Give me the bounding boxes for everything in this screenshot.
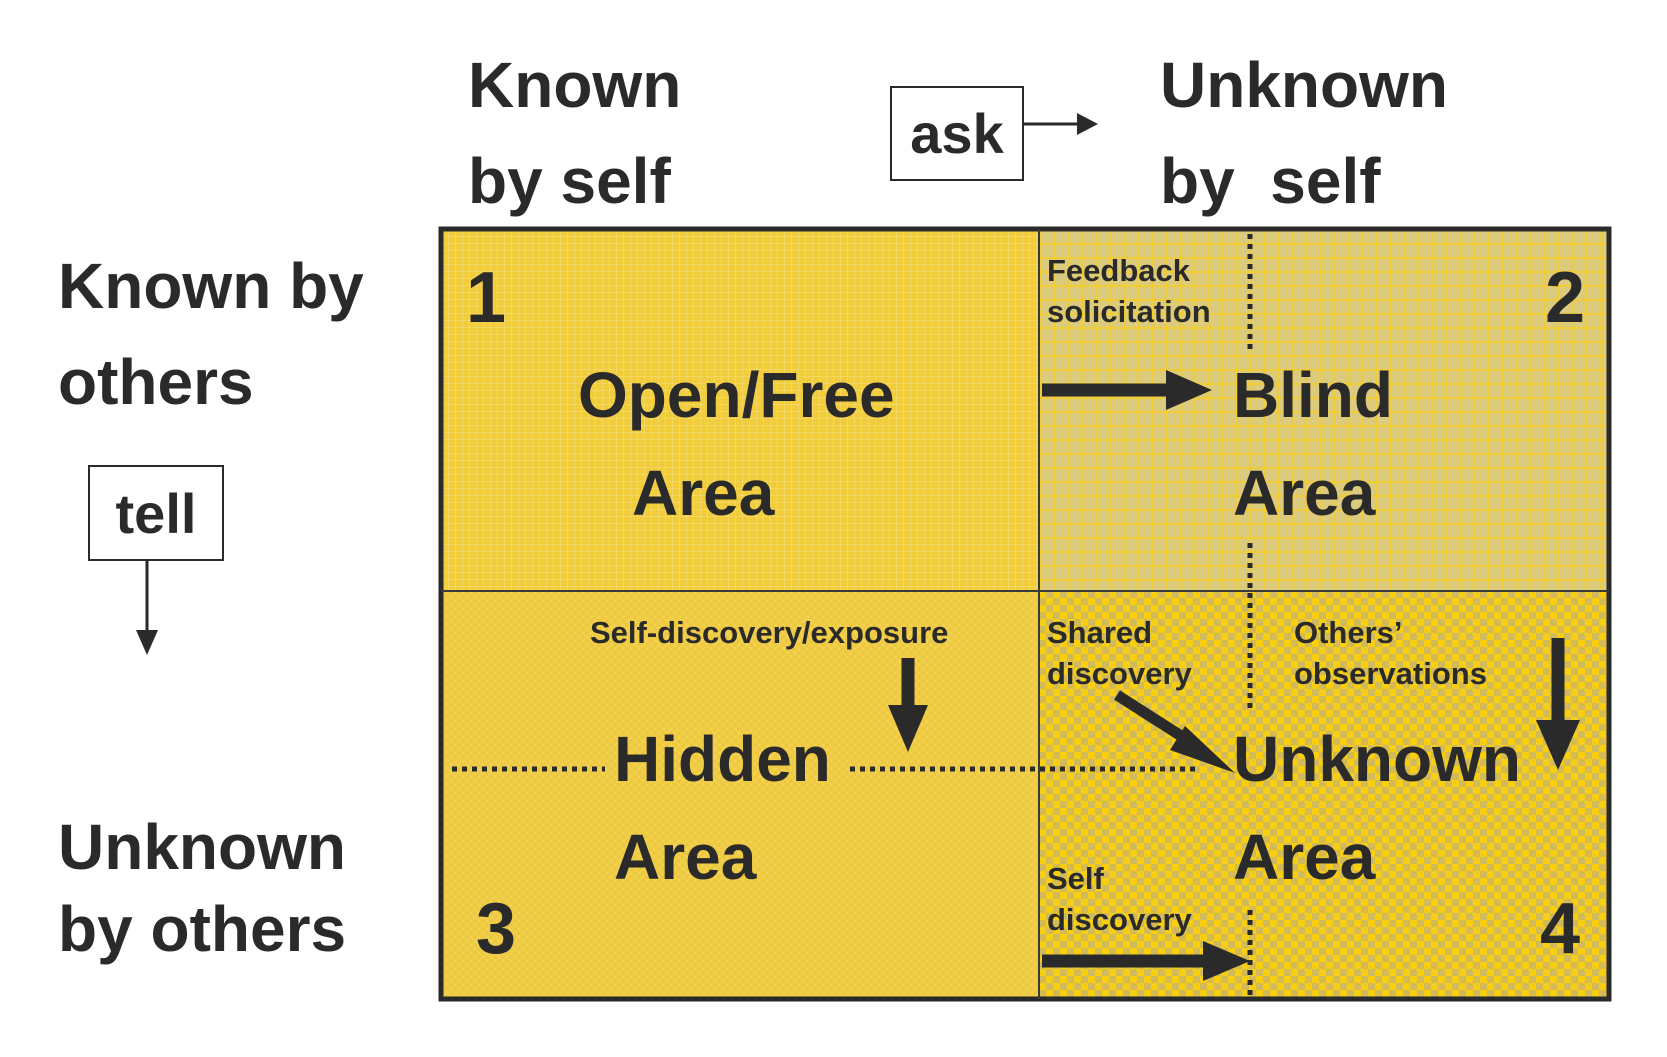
quadrant-hidden-area [441,591,1039,999]
header-unknown-by-self: Unknown by self [1160,49,1448,217]
quadrant-blind-area [1039,229,1609,591]
header-known-by-others: Known by others [58,250,364,418]
self-discovery-label: Self discovery [1047,861,1192,937]
unknown-area-title: Unknown [1233,723,1521,795]
grid-border [438,226,1612,1002]
ask-arrow-head [1077,113,1098,135]
blind-area-subtitle: Area [1233,457,1376,529]
shared-discovery-label: Shared discovery [1047,615,1192,691]
quadrant-number-4: 4 [1540,889,1581,969]
ask-box: ask [890,86,1024,181]
unknown-area-subtitle: Area [1233,821,1376,893]
exposure-arrow-head [888,705,928,752]
quadrant-open-area [441,229,1039,591]
ask-label: ask [910,102,1004,165]
open-area-subtitle: Area [632,457,775,529]
observations-arrow-head [1536,720,1580,770]
open-area-title: Open/Free [578,359,895,431]
quadrant-number-1: 1 [466,258,507,338]
hidden-area-title: Hidden [614,723,831,795]
feedback-arrow-head [1166,370,1212,410]
tell-box: tell [88,465,224,561]
quadrant-number-3: 3 [476,889,517,969]
header-known-by-self: Known by self [468,49,682,217]
others-observations-label: Others’ observations [1294,615,1487,691]
feedback-solicitation-label: Feedback solicitation [1047,253,1211,329]
hidden-area-subtitle: Area [614,821,757,893]
quadrant-number-2: 2 [1545,258,1586,338]
header-unknown-by-others: Unknown by others [58,811,347,965]
tell-label: tell [115,481,197,545]
self-discovery-arrow-head [1203,941,1250,981]
tell-arrow-head [136,630,158,655]
quadrant-unknown-area [1039,591,1609,999]
blind-area-title: Blind [1233,359,1393,431]
shared-discovery-arrow-head [1170,726,1235,773]
self-discovery-exposure-label: Self-discovery/exposure [590,615,949,650]
